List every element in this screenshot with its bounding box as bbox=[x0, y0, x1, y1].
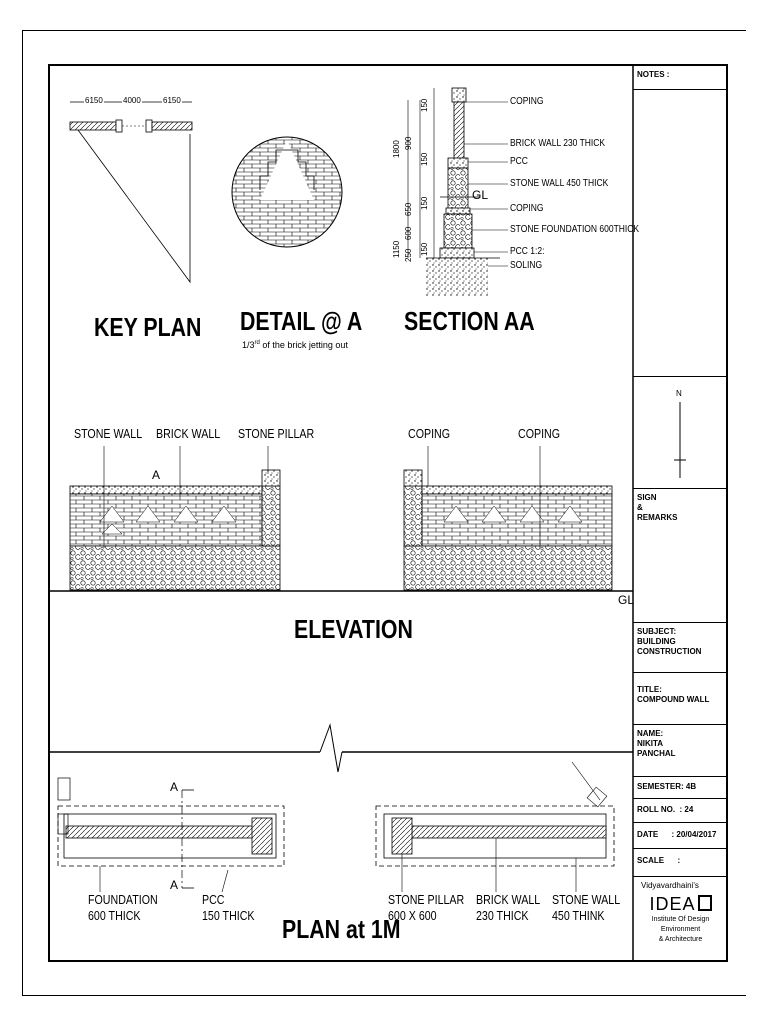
tb-subject-line1: BUILDING bbox=[637, 637, 676, 646]
plan-label-pcc-line1: PCC bbox=[202, 892, 225, 907]
logo-main-text: IDEA bbox=[649, 894, 696, 914]
plan-label-foundation-line1: FOUNDATION bbox=[88, 892, 158, 907]
plan-label-stone-wall-line2: 450 THINK bbox=[552, 908, 605, 923]
key-plan-title: KEY PLAN bbox=[94, 312, 202, 342]
section-label-pcc-mix: PCC 1:2: bbox=[510, 246, 545, 257]
section-label-brick-wall: BRICK WALL 230 THICK bbox=[510, 138, 606, 149]
plan-section-mark-bottom: A bbox=[170, 878, 179, 892]
tb-roll-value: ROLL NO. : 24 bbox=[637, 805, 694, 814]
plan-label-stone-wall: STONE WALL 450 THINK bbox=[552, 892, 620, 924]
elevation-label-stone-pillar: STONE PILLAR bbox=[238, 426, 315, 441]
elevation-label-stone-wall: STONE WALL bbox=[74, 426, 143, 441]
logo-square-icon bbox=[697, 895, 712, 911]
plan-section-mark-top: A bbox=[170, 780, 179, 794]
tb-subject-label: SUBJECT: bbox=[637, 627, 677, 636]
section-label-coping: COPING bbox=[510, 96, 544, 107]
logo-sub-line2: & Architecture bbox=[658, 936, 703, 943]
section-dim-150-a: 150 bbox=[420, 242, 429, 256]
tb-roll: ROLL NO. : 24 bbox=[633, 798, 728, 822]
tb-name: NAME: NIKITA PANCHAL bbox=[633, 724, 728, 776]
logo-sub-line1: Institute Of Design Environment bbox=[651, 916, 710, 933]
section-label-stone-foundation: STONE FOUNDATION 600THICK bbox=[510, 224, 640, 235]
sheet-outer-border bbox=[22, 30, 746, 996]
tb-date-value: DATE : 20/04/2017 bbox=[637, 830, 717, 839]
tb-scale-value: SCALE : bbox=[637, 856, 681, 865]
tb-logo: Vidyavardhaini's IDEA Institute Of Desig… bbox=[633, 876, 728, 962]
section-dim-150-b: 150 bbox=[420, 196, 429, 210]
tb-sign-line3: REMARKS bbox=[637, 513, 678, 522]
north-arrow-icon bbox=[674, 402, 686, 478]
tb-date: DATE : 20/04/2017 bbox=[633, 822, 728, 848]
section-label-stone-wall: STONE WALL 450 THICK bbox=[510, 178, 609, 189]
section-dim-250: 250 bbox=[404, 248, 413, 262]
detail-note: 1/3rd of the brick jetting out bbox=[242, 340, 348, 350]
key-plan-dim-3: 6150 bbox=[162, 96, 182, 105]
plan-label-stone-pillar-line2: 600 X 600 bbox=[388, 908, 437, 923]
tb-sign-line1: SIGN bbox=[637, 493, 657, 502]
tb-semester: SEMESTER: 4B bbox=[633, 776, 728, 798]
tb-name-label: NAME: bbox=[637, 729, 664, 738]
plan-label-stone-pillar-line1: STONE PILLAR bbox=[388, 892, 465, 907]
tb-semester-value: SEMESTER: 4B bbox=[637, 782, 697, 791]
tb-sign: SIGN & REMARKS bbox=[633, 488, 728, 622]
elevation-title: ELEVATION bbox=[294, 614, 413, 644]
elevation-label-coping-2: COPING bbox=[518, 426, 561, 441]
section-label-coping-2: COPING bbox=[510, 203, 544, 214]
section-dim-1150: 1150 bbox=[392, 240, 401, 258]
plan-label-stone-pillar: STONE PILLAR 600 X 600 bbox=[388, 892, 464, 924]
plan-label-pcc-line2: 150 THICK bbox=[202, 908, 255, 923]
plan-label-foundation: FOUNDATION 600 THICK bbox=[88, 892, 158, 924]
logo-top-text: Vidyavardhaini's bbox=[641, 881, 699, 890]
section-aa-drawing bbox=[407, 87, 508, 296]
detail-note-sup: rd bbox=[254, 340, 260, 346]
tb-north: N bbox=[633, 376, 728, 488]
tb-sign-line2: & bbox=[637, 503, 643, 512]
section-dim-650: 650 bbox=[404, 202, 413, 216]
plan-label-brick-wall-line2: 230 THICK bbox=[476, 908, 529, 923]
detail-circle-drawing bbox=[231, 136, 343, 248]
elevation-gl-label: GL bbox=[618, 593, 635, 607]
tb-title-label: TITLE: bbox=[637, 685, 662, 694]
drawing-frame bbox=[48, 64, 728, 962]
section-dim-150-d: 150 bbox=[420, 98, 429, 112]
tb-notes: NOTES : bbox=[633, 66, 728, 90]
section-dim-900: 900 bbox=[404, 136, 413, 150]
section-title: SECTION AA bbox=[404, 306, 535, 336]
key-plan-drawing bbox=[69, 101, 193, 284]
plan-drawing bbox=[57, 761, 615, 893]
plan-label-foundation-line2: 600 THICK bbox=[88, 908, 141, 923]
section-dim-600: 600 bbox=[404, 226, 413, 240]
section-label-pcc: PCC bbox=[510, 156, 528, 167]
plan-label-stone-wall-line1: STONE WALL bbox=[552, 892, 621, 907]
elevation-drawing bbox=[69, 446, 613, 591]
detail-note-suffix: of the brick jetting out bbox=[259, 340, 348, 350]
tb-north-label: N bbox=[676, 389, 682, 398]
elevation-marker-a: A bbox=[152, 468, 161, 482]
tb-name-line2: PANCHAL bbox=[637, 749, 676, 758]
tb-subject: SUBJECT: BUILDING CONSTRUCTION bbox=[633, 622, 728, 672]
key-plan-dim-1: 6150 bbox=[84, 96, 104, 105]
plan-label-pcc: PCC 150 THICK bbox=[202, 892, 255, 924]
elevation-label-brick-wall: BRICK WALL bbox=[156, 426, 221, 441]
tb-name-line1: NIKITA bbox=[637, 739, 664, 748]
logo-main: IDEA bbox=[637, 894, 724, 914]
elevation-label-coping-1: COPING bbox=[408, 426, 451, 441]
section-dim-150-c: 150 bbox=[420, 152, 429, 166]
tb-title: TITLE: COMPOUND WALL bbox=[633, 672, 728, 724]
detail-note-prefix: 1/3 bbox=[242, 340, 255, 350]
section-dim-1800: 1800 bbox=[392, 140, 401, 158]
plan-label-brick-wall: BRICK WALL 230 THICK bbox=[476, 892, 540, 924]
key-plan-dim-2: 4000 bbox=[122, 96, 142, 105]
plan-label-brick-wall-line1: BRICK WALL bbox=[476, 892, 541, 907]
detail-title: DETAIL @ A bbox=[240, 306, 363, 336]
section-gl-label: GL bbox=[472, 188, 489, 202]
tb-title-value: COMPOUND WALL bbox=[637, 695, 710, 704]
tb-subject-line2: CONSTRUCTION bbox=[637, 647, 702, 656]
section-label-soling: SOLING bbox=[510, 260, 543, 271]
tb-notes-label: NOTES : bbox=[637, 70, 670, 79]
tb-scale: SCALE : bbox=[633, 848, 728, 876]
plan-title: PLAN at 1M bbox=[282, 914, 401, 944]
